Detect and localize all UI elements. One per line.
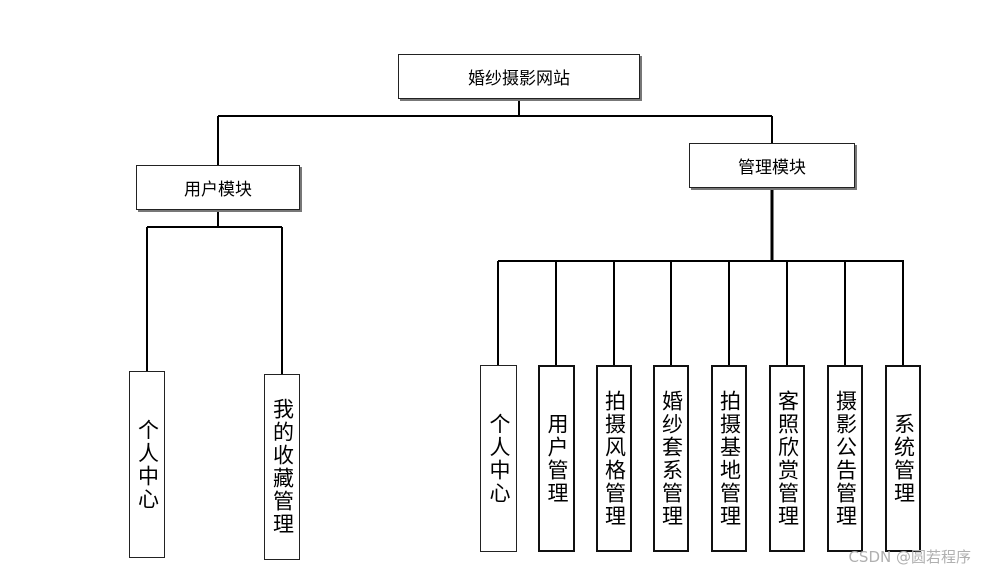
leaf-label: 拍摄基地管理: [717, 389, 742, 528]
leaf-label: 客照欣赏管理: [775, 389, 800, 528]
admin-module-node: 管理模块: [689, 143, 855, 188]
admin-leaf-shoot-style: 拍摄风格管理: [596, 365, 632, 552]
leaf-label: 我的收藏管理: [270, 398, 295, 536]
user-leaf-personal-center: 个人中心: [129, 371, 165, 558]
leaf-label: 个人中心: [135, 418, 160, 511]
leaf-label: 系统管理: [891, 412, 916, 505]
admin-leaf-personal-center: 个人中心: [480, 365, 517, 552]
admin-leaf-gallery: 客照欣赏管理: [769, 365, 805, 552]
user-leaf-favorites: 我的收藏管理: [264, 374, 300, 560]
admin-leaf-shoot-base: 拍摄基地管理: [711, 365, 747, 552]
leaf-label: 拍摄风格管理: [602, 389, 627, 528]
watermark-text: CSDN @圆若程序: [848, 548, 971, 566]
admin-leaf-system: 系统管理: [885, 365, 921, 552]
leaf-label: 个人中心: [487, 412, 511, 505]
admin-leaf-announcement: 摄影公告管理: [827, 365, 863, 552]
admin-module-label: 管理模块: [738, 158, 806, 178]
admin-leaf-wedding-package: 婚纱套系管理: [653, 365, 689, 552]
user-module-label: 用户模块: [184, 180, 252, 200]
admin-leaf-user-management: 用户管理: [538, 365, 575, 552]
root-label: 婚纱摄影网站: [468, 69, 570, 89]
root-node: 婚纱摄影网站: [398, 54, 640, 99]
leaf-label: 摄影公告管理: [833, 389, 858, 528]
leaf-label: 婚纱套系管理: [659, 389, 684, 528]
user-module-node: 用户模块: [136, 165, 300, 210]
leaf-label: 用户管理: [545, 412, 569, 505]
